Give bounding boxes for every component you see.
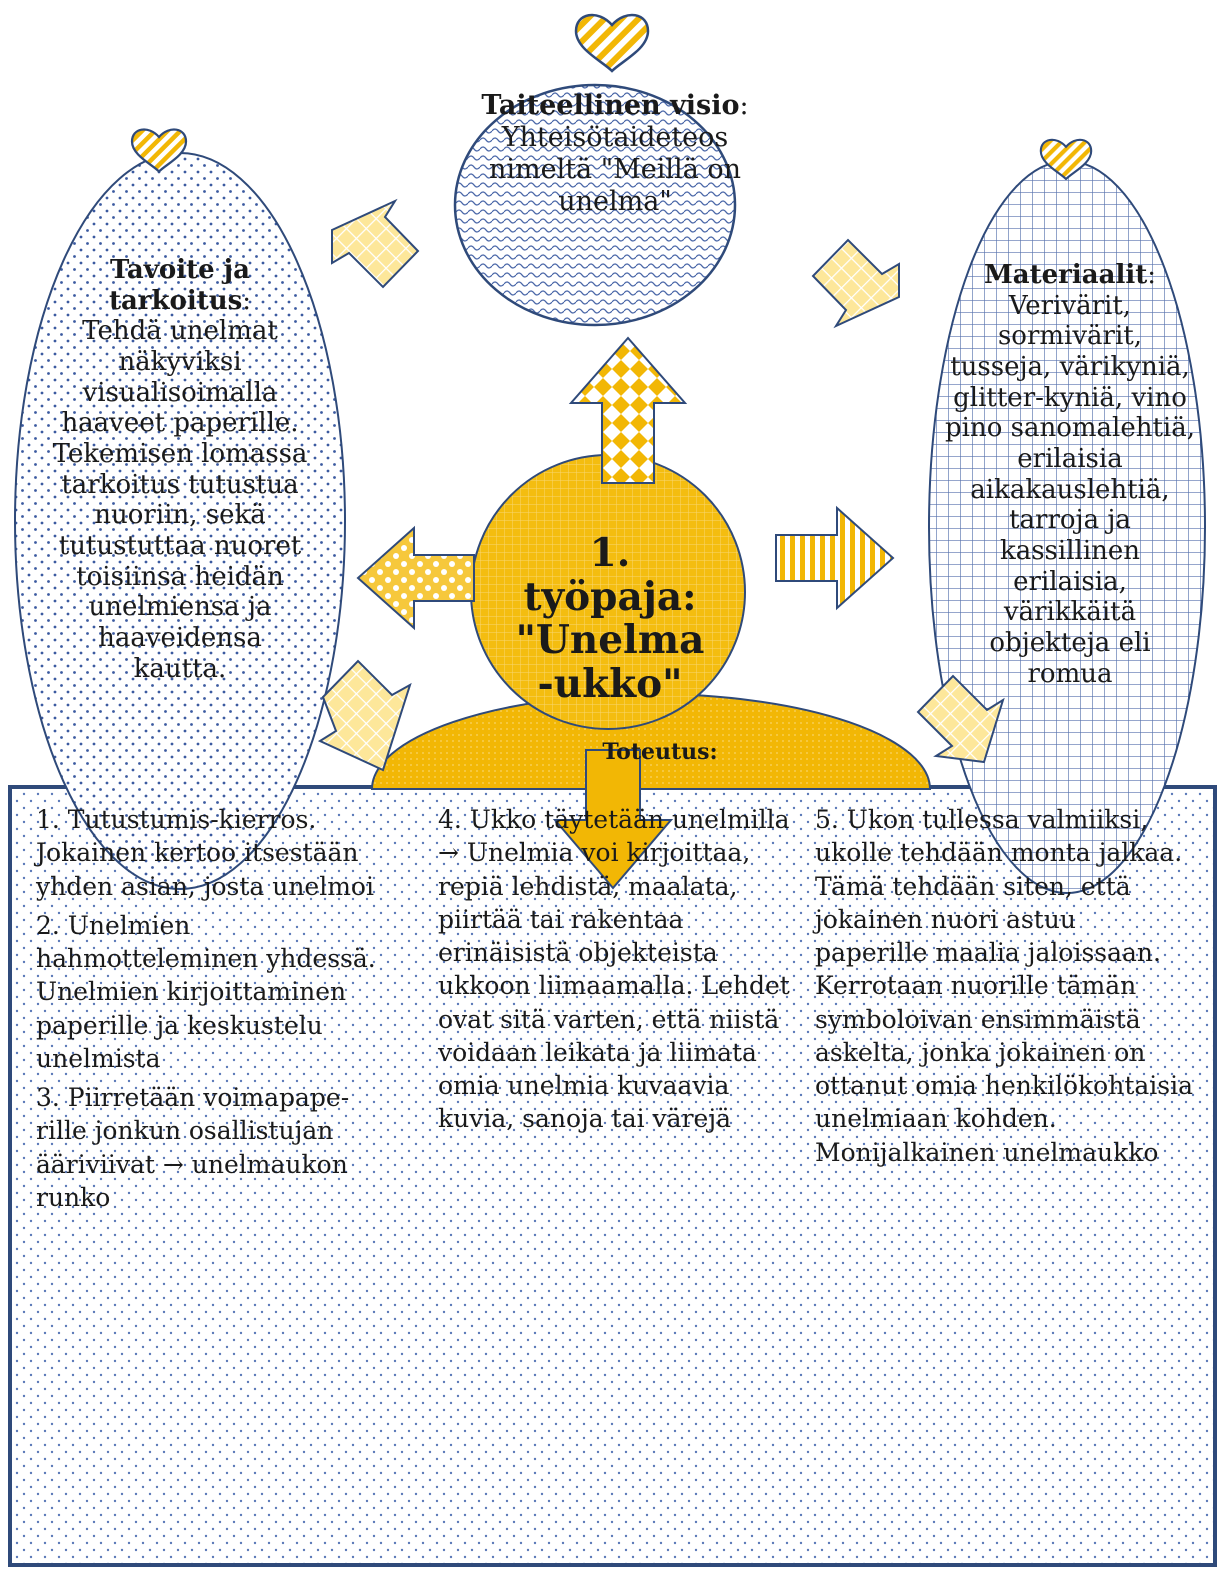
arrow-down-icon [552, 749, 674, 890]
step-2: 2. Unelmien hahmotteleminen yhdessä. Une… [36, 910, 376, 1073]
implementation-title: Toteutus: [602, 739, 718, 765]
materials-node: Materiaalit: Verivärit, sormivärit, tuss… [945, 260, 1195, 689]
step-3: 3. Piirretään voimapape-rille jonkun osa… [36, 1083, 350, 1212]
implementation-box [8, 785, 1217, 1567]
center-line: -ukko" [537, 661, 683, 708]
goal-title: Tavoite ja tarkoitus [108, 255, 250, 316]
arrow-up-icon [568, 336, 688, 484]
steps-column-3: 5. Ukon tullessa valmiiksi, ukolle tehdä… [815, 803, 1195, 1175]
vision-node: Taiteellinen visio: Yhteisötaideteos nim… [481, 90, 749, 217]
vision-ellipse [453, 83, 737, 327]
arrow-diagonal-icon [916, 674, 1005, 764]
goal-node: Tavoite ja tarkoitus: Tehdä unelmat näky… [52, 255, 308, 684]
center-line: työpaja: [523, 573, 697, 620]
arrow-diagonal-icon [811, 238, 900, 329]
center-line: "Unelma [515, 617, 705, 664]
goal-body: Tehdä unelmat näkyviksi visualisoimalla … [52, 316, 308, 684]
vision-body: Yhteisötaideteos nimeltä "Meillä on unel… [488, 121, 742, 217]
step-1: 1. Tutustumis-kierros. Jokainen kertoo i… [36, 805, 374, 901]
materials-body: Verivärit, sormivärit, tusseja, värikyni… [945, 290, 1195, 689]
center-line: 1. [589, 530, 631, 576]
step-4: 4. Ukko täytetään unelmilla → Unelmia vo… [438, 805, 790, 1134]
step-5: 5. Ukon tullessa valmiiksi, ukolle tehdä… [815, 805, 1194, 1167]
arrow-left-icon [356, 525, 475, 631]
materials-title: Materiaalit [984, 260, 1148, 290]
vision-title: Taiteellinen visio [481, 90, 740, 121]
steps-column-1: 1. Tutustumis-kierros. Jokainen kertoo i… [36, 803, 386, 1220]
arrow-diagonal-icon [317, 659, 412, 772]
heart-icon [574, 13, 650, 73]
steps-column-2: 4. Ukko täytetään unelmilla → Unelmia vo… [438, 803, 798, 1142]
arrow-right-icon [775, 505, 895, 611]
center-node: 1. työpaja: "Unelma -ukko" [495, 530, 725, 708]
arrow-diagonal-icon [331, 198, 420, 289]
